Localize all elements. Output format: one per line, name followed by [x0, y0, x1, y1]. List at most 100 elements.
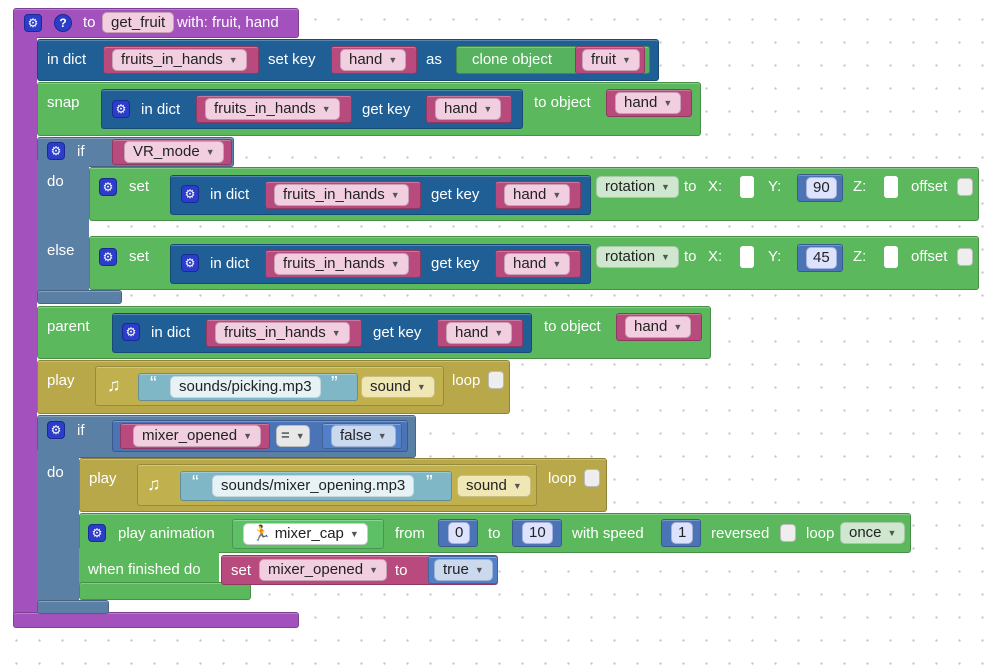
- to-number-field[interactable]: 10: [522, 522, 553, 544]
- play-label: play: [89, 470, 117, 487]
- y-number-field[interactable]: 90: [806, 177, 837, 199]
- play-animation-label: play animation: [118, 525, 215, 542]
- boolean-dropdown[interactable]: false▼: [331, 425, 396, 447]
- y-label: Y:: [768, 178, 782, 195]
- loop-checkbox[interactable]: [488, 371, 504, 389]
- z-input-slot[interactable]: [884, 176, 898, 198]
- variable-dropdown[interactable]: fruits_in_hands▼: [274, 253, 409, 275]
- sound-type-dropdown[interactable]: sound▼: [361, 376, 435, 398]
- variable-name: VR_mode: [133, 143, 200, 160]
- variable-dropdown[interactable]: hand▼: [446, 322, 513, 344]
- if-label: if: [77, 422, 85, 439]
- close-quote: ”: [426, 472, 433, 494]
- property-dropdown[interactable]: rotation▼: [596, 176, 679, 198]
- gear-icon[interactable]: ⚙: [99, 248, 117, 266]
- z-input-slot[interactable]: [884, 246, 898, 268]
- in-dict-label: in dict: [151, 324, 191, 341]
- variable-dropdown[interactable]: VR_mode ▼: [124, 141, 224, 163]
- gear-icon[interactable]: ⚙: [99, 178, 117, 196]
- dropdown-arrow-icon: ▼: [205, 147, 215, 157]
- play-label: play: [47, 372, 75, 389]
- procedure-to-label: to: [83, 14, 96, 31]
- gear-icon[interactable]: ⚙: [112, 100, 130, 118]
- variable-dropdown[interactable]: fruits_in_hands▼: [274, 184, 409, 206]
- variable-dropdown[interactable]: fruits_in_hands▼: [112, 49, 247, 71]
- play-animation-spine: [79, 548, 219, 584]
- help-icon[interactable]: ?: [54, 14, 72, 32]
- gear-icon[interactable]: ⚙: [181, 185, 199, 203]
- variable-name: fruit: [591, 51, 617, 68]
- if-footer: [37, 600, 109, 614]
- variable-dropdown[interactable]: mixer_opened▼: [259, 559, 387, 581]
- variable-name: hand: [513, 186, 547, 203]
- dropdown-arrow-icon: ▼: [552, 259, 562, 269]
- gear-icon[interactable]: ⚙: [47, 142, 65, 160]
- dropdown-arrow-icon: ▼: [416, 382, 426, 392]
- variable-dropdown[interactable]: hand▼: [504, 253, 571, 275]
- procedure-spine: [13, 30, 37, 618]
- variable-name: hand: [634, 318, 668, 335]
- loop-mode-dropdown[interactable]: once▼: [840, 522, 906, 544]
- play-animation-block[interactable]: [79, 513, 911, 553]
- reversed-checkbox[interactable]: [780, 524, 796, 542]
- variable-name: fruits_in_hands: [224, 324, 326, 341]
- loop-label: loop: [548, 470, 577, 487]
- dropdown-arrow-icon: ▼: [321, 104, 331, 114]
- x-input-slot[interactable]: [740, 246, 754, 268]
- loop-checkbox[interactable]: [584, 469, 600, 487]
- boolean-dropdown[interactable]: true▼: [434, 559, 493, 581]
- property-name: rotation: [605, 248, 656, 265]
- procedure-name-field[interactable]: get_fruit: [102, 12, 175, 33]
- procedure-params-label: with: fruit, hand: [177, 14, 279, 31]
- variable-dropdown[interactable]: fruits_in_hands ▼: [205, 98, 340, 120]
- variable-dropdown[interactable]: hand ▼: [504, 184, 571, 206]
- offset-checkbox[interactable]: [957, 248, 973, 266]
- procedure-footer: [13, 612, 299, 628]
- property-dropdown[interactable]: rotation▼: [596, 246, 679, 268]
- z-label: Z:: [853, 248, 867, 265]
- operator-dropdown[interactable]: =▼: [276, 425, 310, 447]
- to-object-label: to object: [534, 94, 591, 111]
- sound-path-field[interactable]: sounds/picking.mp3: [170, 376, 321, 398]
- variable-dropdown[interactable]: hand▼: [625, 316, 692, 338]
- gear-icon[interactable]: ⚙: [47, 421, 65, 439]
- gear-icon[interactable]: ⚙: [181, 254, 199, 272]
- variable-dropdown[interactable]: fruits_in_hands ▼: [215, 322, 350, 344]
- variable-dropdown[interactable]: fruit▼: [582, 49, 640, 71]
- variable-name: fruits_in_hands: [283, 255, 385, 272]
- gear-icon[interactable]: ⚙: [88, 524, 106, 542]
- animation-dropdown[interactable]: 🏃mixer_cap▼: [243, 523, 368, 545]
- sound-type-dropdown[interactable]: sound▼: [457, 475, 531, 497]
- gear-icon[interactable]: ⚙: [122, 323, 140, 341]
- variable-dropdown[interactable]: hand▼: [340, 49, 407, 71]
- sound-path-field[interactable]: sounds/mixer_opening.mp3: [212, 475, 415, 497]
- dropdown-arrow-icon: ▼: [295, 431, 305, 441]
- y-number-field[interactable]: 45: [806, 247, 837, 269]
- dropdown-arrow-icon: ▼: [331, 328, 341, 338]
- loop-label: loop: [806, 525, 835, 542]
- gear-icon[interactable]: ⚙: [24, 14, 42, 32]
- from-number-field[interactable]: 0: [448, 522, 471, 544]
- property-name: rotation: [605, 178, 656, 195]
- animation-name: mixer_cap: [274, 525, 344, 542]
- x-label: X:: [708, 178, 723, 195]
- variable-name: fruits_in_hands: [283, 186, 385, 203]
- offset-checkbox[interactable]: [957, 178, 973, 196]
- variable-dropdown[interactable]: mixer_opened▼: [133, 425, 261, 447]
- variable-name: hand: [455, 324, 489, 341]
- music-note-icon: ♫: [147, 474, 161, 494]
- variable-dropdown[interactable]: hand▼: [615, 92, 682, 114]
- variable-name: fruits_in_hands: [214, 100, 316, 117]
- in-dict-label: in dict: [210, 186, 250, 203]
- dropdown-arrow-icon: ▼: [552, 190, 562, 200]
- variable-dropdown[interactable]: hand▼: [435, 98, 502, 120]
- play-animation-footer: [79, 582, 251, 600]
- variable-name: hand: [624, 94, 658, 111]
- set-label: set: [129, 178, 150, 195]
- variable-name: mixer_opened: [268, 561, 364, 578]
- get-key-label: get key: [431, 255, 480, 272]
- x-input-slot[interactable]: [740, 176, 754, 198]
- open-quote: “: [192, 472, 199, 494]
- if-spine: [37, 450, 79, 610]
- speed-number-field[interactable]: 1: [671, 522, 694, 544]
